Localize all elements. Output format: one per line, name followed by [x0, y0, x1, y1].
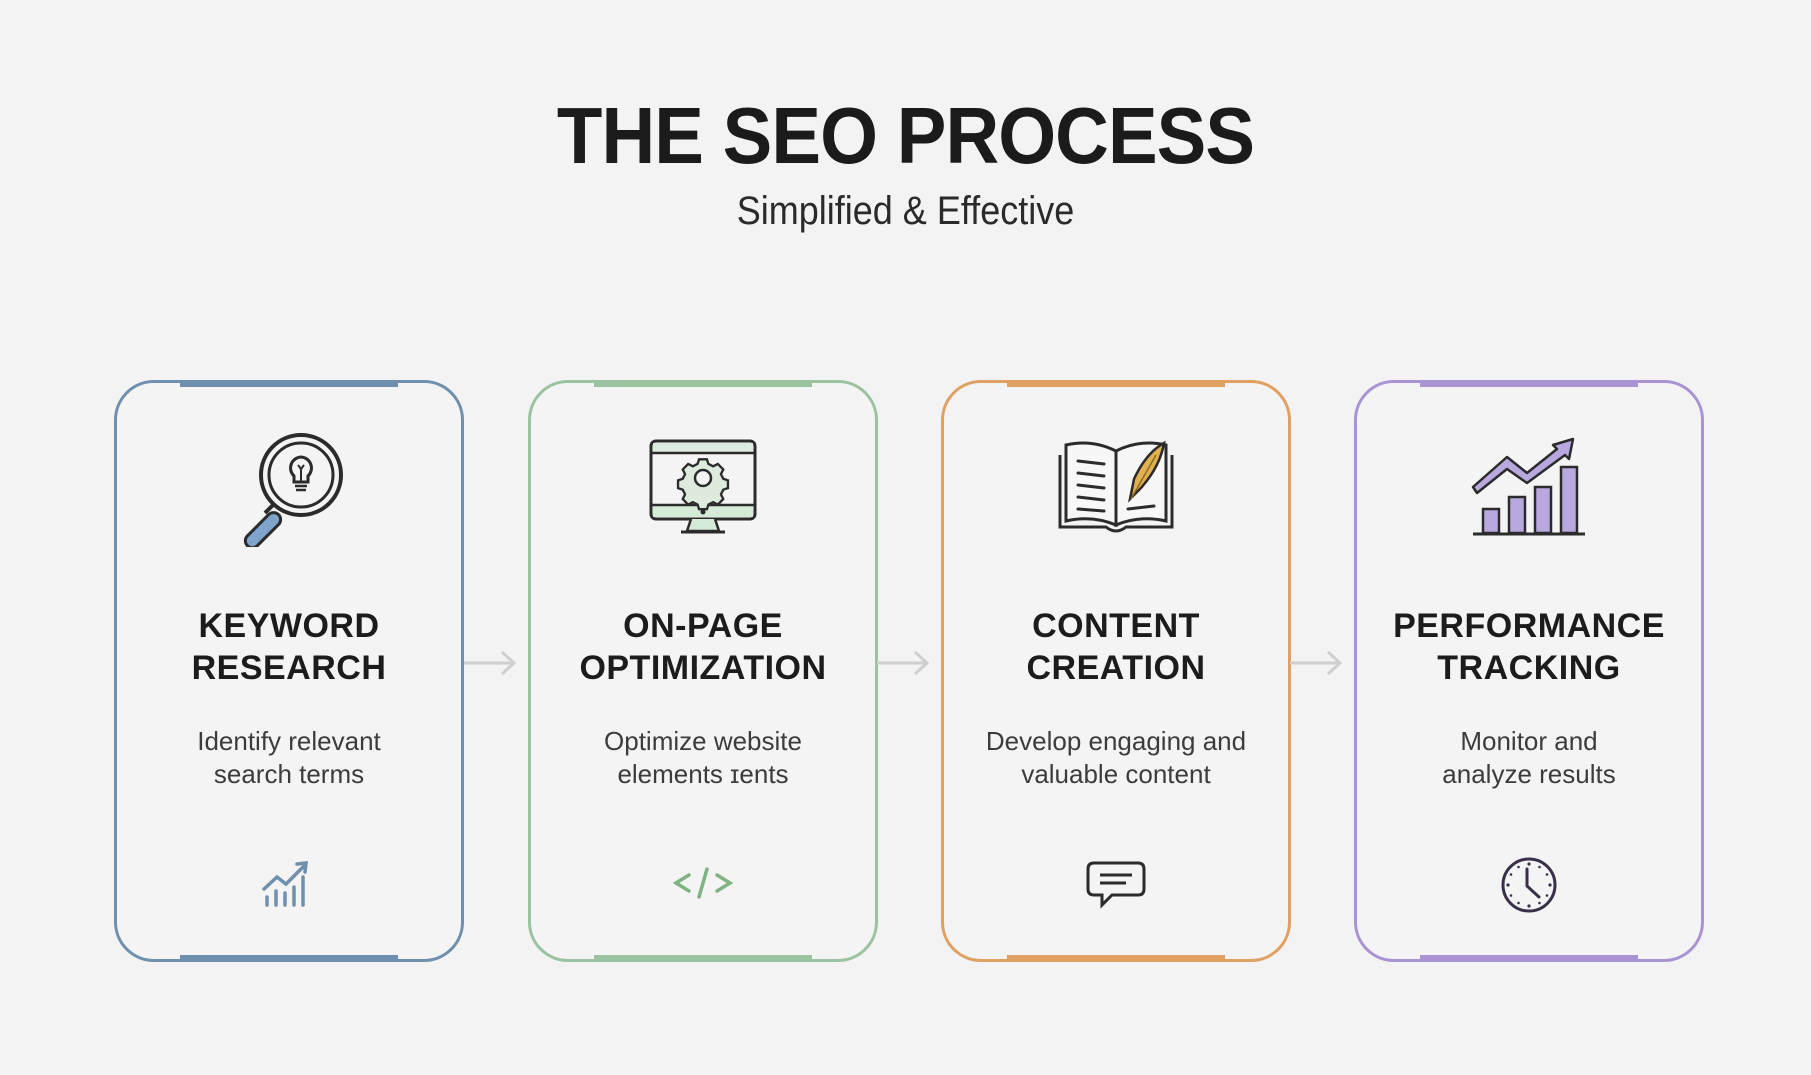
step-title: ON-PAGE OPTIMIZATION [531, 605, 875, 689]
step-title: PERFORMANCE TRACKING [1357, 605, 1701, 689]
card-accent-bottom [1007, 955, 1225, 962]
step-title-line-2: OPTIMIZATION [579, 649, 827, 687]
step-title-line-1: PERFORMANCE [1393, 607, 1665, 645]
bar-chart-trend-icon [1471, 437, 1585, 536]
step-description: Identify relevant search terms [117, 725, 461, 791]
step-card-content-creation: CONTENT CREATION Develop engaging and va… [941, 380, 1291, 962]
step-title-line-1: ON-PAGE [623, 607, 783, 645]
arrow-right-icon [464, 650, 517, 676]
arrow-right-icon [877, 650, 930, 676]
clock-icon [1501, 857, 1557, 913]
step-title-line-2: TRACKING [1437, 649, 1621, 687]
step-title-line-1: KEYWORD [198, 607, 380, 645]
card-accent-top [1007, 380, 1225, 387]
step-title-line-1: CONTENT [1032, 607, 1200, 645]
card-accent-top [1420, 380, 1638, 387]
book-quill-icon [1058, 440, 1174, 533]
step-card-performance-tracking: PERFORMANCE TRACKING Monitor and analyze… [1354, 380, 1704, 962]
step-desc-line-2: valuable content [1021, 759, 1211, 789]
step-desc-line-2: search terms [213, 759, 365, 789]
card-accent-bottom [594, 955, 812, 962]
code-brackets-icon [673, 867, 733, 899]
card-accent-bottom [180, 955, 398, 962]
step-description: Monitor and analyze results [1357, 725, 1701, 791]
step-title-line-2: RESEARCH [191, 649, 387, 687]
page-subtitle: Simplified & Effective [736, 189, 1075, 233]
step-description: Optimize website elements ɪents [531, 725, 875, 791]
step-desc-line-1: Identify relevant [197, 726, 381, 756]
step-card-on-page-optimization: ON-PAGE OPTIMIZATION Optimize website el… [528, 380, 878, 962]
step-desc-line-2: elements ɪents [617, 759, 789, 789]
card-accent-top [180, 380, 398, 387]
step-desc-line-1: Develop engaging and [985, 726, 1247, 756]
step-title: CONTENT CREATION [944, 605, 1288, 689]
step-card-keyword-research: KEYWORD RESEARCH Identify relevant searc… [114, 380, 464, 962]
chat-bubble-icon [1086, 861, 1146, 909]
step-title: KEYWORD RESEARCH [117, 605, 461, 689]
page-title: THE SEO PROCESS [556, 91, 1255, 180]
card-accent-bottom [1420, 955, 1638, 962]
growth-chart-icon [262, 861, 308, 907]
step-title-line-2: CREATION [1026, 649, 1206, 687]
step-desc-line-2: analyze results [1442, 759, 1616, 789]
card-accent-top [594, 380, 812, 387]
arrow-right-icon [1290, 650, 1343, 676]
step-desc-line-1: Optimize website [604, 726, 802, 756]
monitor-gear-icon [649, 439, 757, 534]
magnifier-lightbulb-icon [243, 433, 343, 547]
step-desc-line-1: Monitor and [1460, 726, 1598, 756]
step-description: Develop engaging and valuable content [944, 725, 1288, 791]
